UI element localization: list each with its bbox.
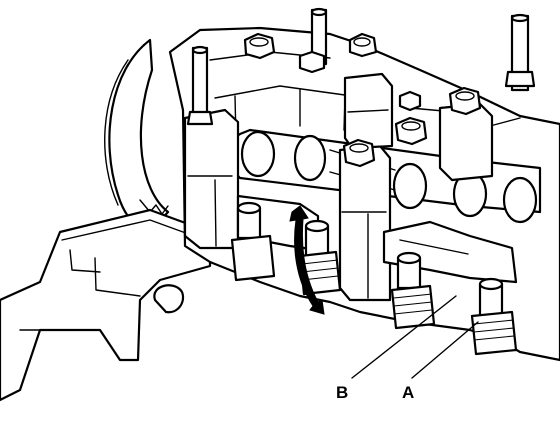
bolt-top-right xyxy=(348,32,378,58)
cover-stud-right xyxy=(504,13,536,92)
bearing-cap-left xyxy=(183,108,240,250)
callout-b: B xyxy=(336,383,348,402)
bolt-upper-right xyxy=(398,90,422,112)
double-arrow-icon xyxy=(289,205,325,315)
bearing-cap-right xyxy=(338,144,392,302)
bolt-top-left xyxy=(243,32,276,60)
cylinder-block xyxy=(0,208,212,402)
valve-spring-left-1 xyxy=(230,201,276,282)
timing-pulley xyxy=(104,38,170,234)
valve-adjuster-a xyxy=(470,277,518,356)
leader-line-b xyxy=(351,295,457,379)
callout-a: A xyxy=(402,383,414,402)
bolt-mid xyxy=(394,116,428,146)
leader-line-a xyxy=(411,321,479,379)
cover-stud-left xyxy=(186,45,214,126)
bolt-right xyxy=(448,86,482,116)
bolt-upper-small xyxy=(298,50,326,74)
bearing-cap-upper xyxy=(343,72,394,150)
bearing-cap-rear xyxy=(438,102,494,182)
bolt-center xyxy=(342,138,376,168)
valve-adjuster-b xyxy=(390,251,436,330)
